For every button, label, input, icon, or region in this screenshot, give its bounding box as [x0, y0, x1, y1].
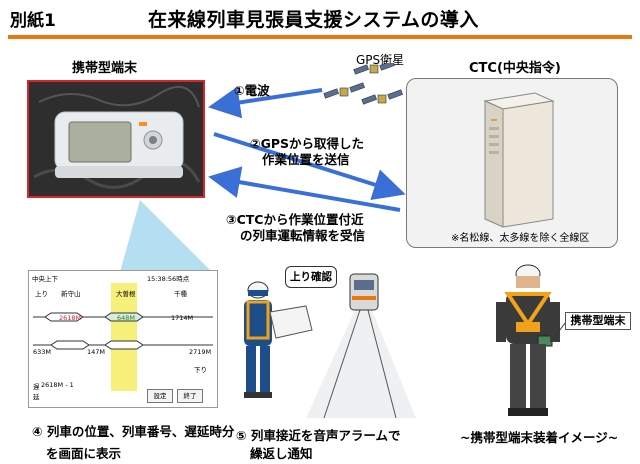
- worn-terminal-tag: 携帯型端末: [565, 312, 631, 330]
- ctc-label: CTC(中央指令): [469, 61, 561, 76]
- station-left: 新守山: [61, 290, 81, 298]
- step2-line2: 作業位置を送信: [262, 152, 350, 167]
- end-button[interactable]: 終了: [177, 389, 203, 403]
- gps-satellite-icon: [323, 63, 403, 105]
- ctc-panel: ※名松線、太多線を除く全線区: [406, 78, 618, 248]
- screen-dir-down: 下り: [194, 366, 207, 374]
- step3-line1: ③CTCから作業位置付近: [226, 212, 364, 227]
- worn-caption: ~携帯型端末装着イメージ~: [460, 430, 619, 445]
- station-right: 千種: [174, 290, 187, 298]
- track-diagram: [33, 312, 213, 350]
- train-low-center-id: 147M: [87, 348, 106, 356]
- device-photo: [27, 80, 205, 198]
- delay-label: 遅: [33, 383, 40, 391]
- arrow-gps-to-device: [208, 86, 323, 119]
- step4-line2: を画面に表示: [46, 446, 122, 461]
- terminal-screen: 中央上下 15:38:56時点 上り 新守山 大曽根 千種 2618M 648M…: [28, 270, 218, 408]
- device-illustration: [29, 82, 203, 196]
- step5-line1: ⑤ 列車接近を音声アラームで: [236, 428, 401, 443]
- screen-time: 15:38:56時点: [147, 275, 190, 283]
- step5-line2: 繰返し通知: [250, 446, 313, 461]
- screen-line-name: 中央上下: [32, 275, 58, 283]
- settings-button[interactable]: 設定: [147, 389, 173, 403]
- page-title: 在来線列車見張員支援システムの導入: [148, 9, 479, 31]
- highlight-band: [111, 283, 137, 391]
- step2-line1: ②GPSから取得した: [250, 136, 365, 151]
- station-center: 大曽根: [116, 290, 136, 298]
- server-icon: [483, 92, 555, 228]
- screen-dir-up: 上り: [35, 290, 48, 298]
- delay-unit: 延: [33, 393, 40, 401]
- ctc-note: ※名松線、太多線を除く全線区: [451, 233, 590, 244]
- train-low-right-id: 2719M: [189, 348, 212, 356]
- step4-line1: ④ 列車の位置、列車番号、遅延時分: [32, 424, 235, 439]
- train-low-left-id: 633M: [33, 348, 52, 356]
- header-rule: [8, 35, 632, 39]
- step1-label: ①電波: [234, 83, 270, 98]
- device-label: 携帯型端末: [72, 61, 138, 76]
- document-label: 別紙1: [10, 11, 56, 31]
- train-right-id: 1714M: [171, 314, 194, 322]
- arrow-device-to-ctc: [213, 132, 406, 201]
- train-center-id: 648M: [117, 314, 136, 322]
- delay-value: 2618M - 1: [41, 381, 74, 389]
- arrow-ctc-to-device: [208, 166, 401, 212]
- train-up-id: 2618M: [59, 314, 82, 322]
- step3-line2: の列車運転情報を受信: [240, 228, 366, 243]
- worker-wearing-terminal-illustration: [496, 264, 560, 416]
- worker-with-terminal-illustration: [244, 273, 416, 418]
- speech-bubble: 上り確認: [285, 266, 337, 288]
